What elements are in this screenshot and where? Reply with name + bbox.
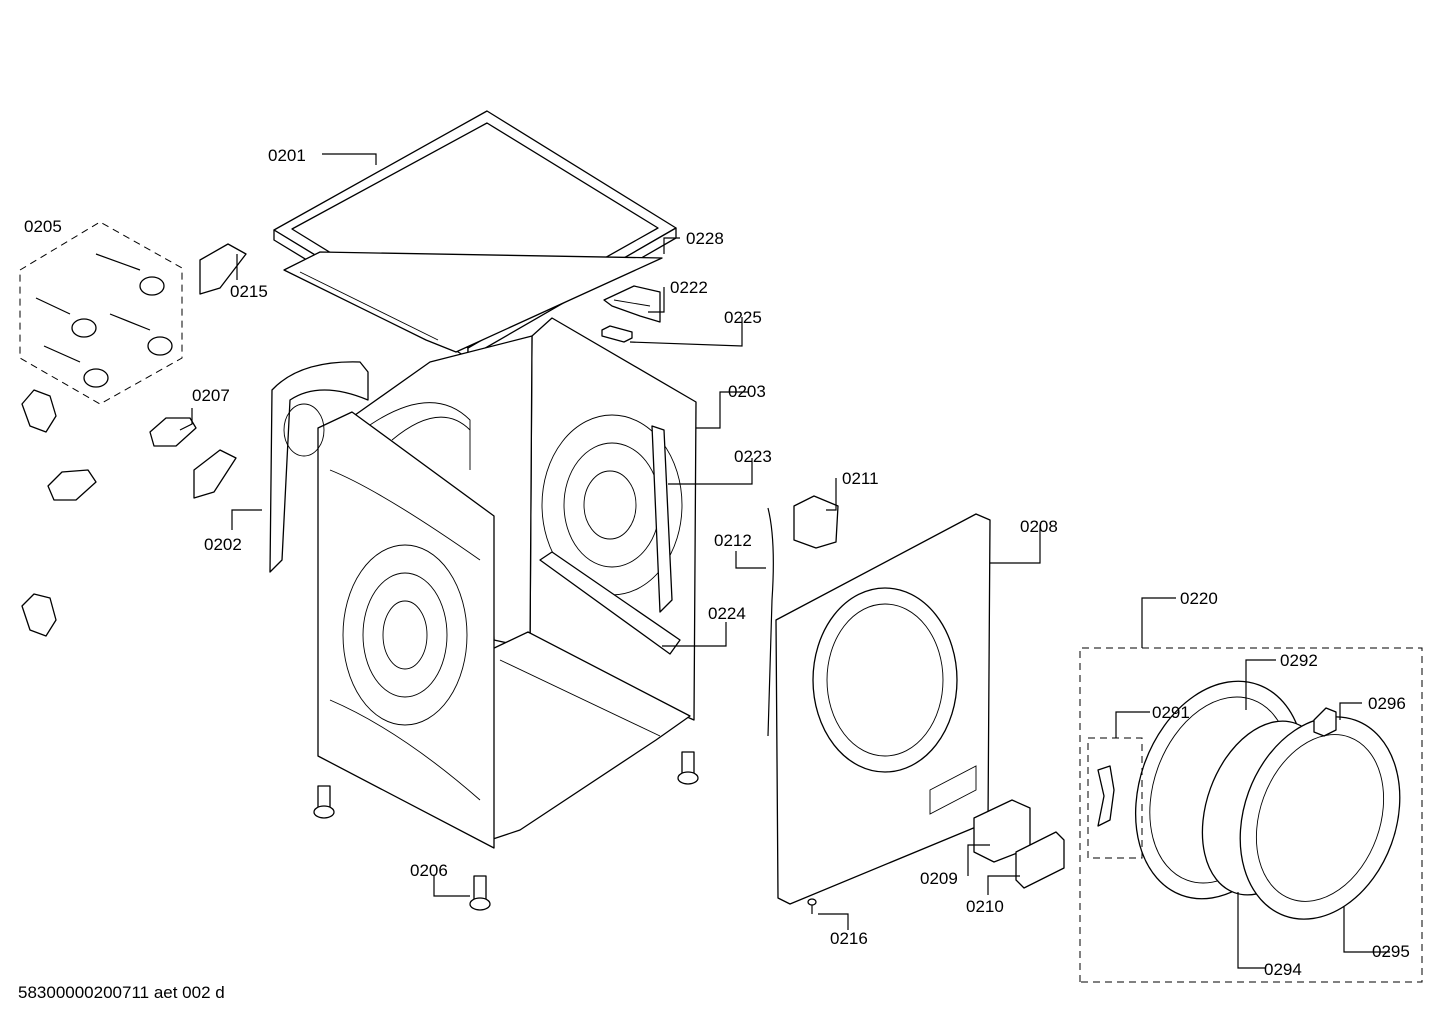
part-foot-0206 xyxy=(313,751,699,911)
callout-0223: 0223 xyxy=(734,447,772,466)
part-clip-left-3 xyxy=(21,593,57,637)
callout-0202: 0202 xyxy=(204,535,242,554)
callout-0296: 0296 xyxy=(1368,694,1406,713)
callout-0216: 0216 xyxy=(830,929,868,948)
callout-0292: 0292 xyxy=(1280,651,1318,670)
callout-0295: 0295 xyxy=(1372,942,1410,961)
part-bracket-0222 xyxy=(603,285,661,323)
callout-0210: 0210 xyxy=(966,897,1004,916)
callout-0291: 0291 xyxy=(1152,703,1190,722)
callout-0203: 0203 xyxy=(728,382,766,401)
callout-0206: 0206 xyxy=(410,861,448,880)
callout-0205: 0205 xyxy=(24,217,62,236)
callout-labels: 0201 0205 0215 0228 0222 0225 0207 0203 … xyxy=(24,146,1410,979)
callout-0222: 0222 xyxy=(670,278,708,297)
callout-0215: 0215 xyxy=(230,282,268,301)
part-clip-left-1 xyxy=(21,389,57,433)
drawing-id: 58300000200711 aet 002 d xyxy=(18,983,225,1002)
callout-0209: 0209 xyxy=(920,869,958,888)
callout-0212: 0212 xyxy=(714,531,752,550)
part-screw-0216 xyxy=(807,898,817,914)
part-front-panel xyxy=(775,513,991,905)
part-clip-right xyxy=(193,449,237,499)
callout-0225: 0225 xyxy=(724,308,762,327)
callout-0294: 0294 xyxy=(1264,960,1302,979)
part-foot-clip-0215 xyxy=(199,243,247,295)
part-wire-0212 xyxy=(767,507,774,737)
part-control-module-0211 xyxy=(793,495,839,549)
leader-lines xyxy=(179,153,1390,969)
part-strip-0225 xyxy=(601,325,633,343)
part-group-0205 xyxy=(19,221,183,405)
part-top-underside-panel xyxy=(283,251,663,353)
callout-0220: 0220 xyxy=(1180,589,1218,608)
callout-0207: 0207 xyxy=(192,386,230,405)
part-clip-left-2 xyxy=(47,469,97,501)
part-clip-0207 xyxy=(149,417,197,447)
part-rear-seal xyxy=(269,361,369,573)
part-cabinet xyxy=(317,317,697,849)
callout-0224: 0224 xyxy=(708,604,746,623)
callout-0208: 0208 xyxy=(1020,517,1058,536)
part-cover-0210 xyxy=(1015,831,1065,889)
callout-0228: 0228 xyxy=(686,229,724,248)
callout-0201: 0201 xyxy=(268,146,306,165)
callout-0211: 0211 xyxy=(842,469,879,488)
part-group-door-0220 xyxy=(1079,647,1423,983)
